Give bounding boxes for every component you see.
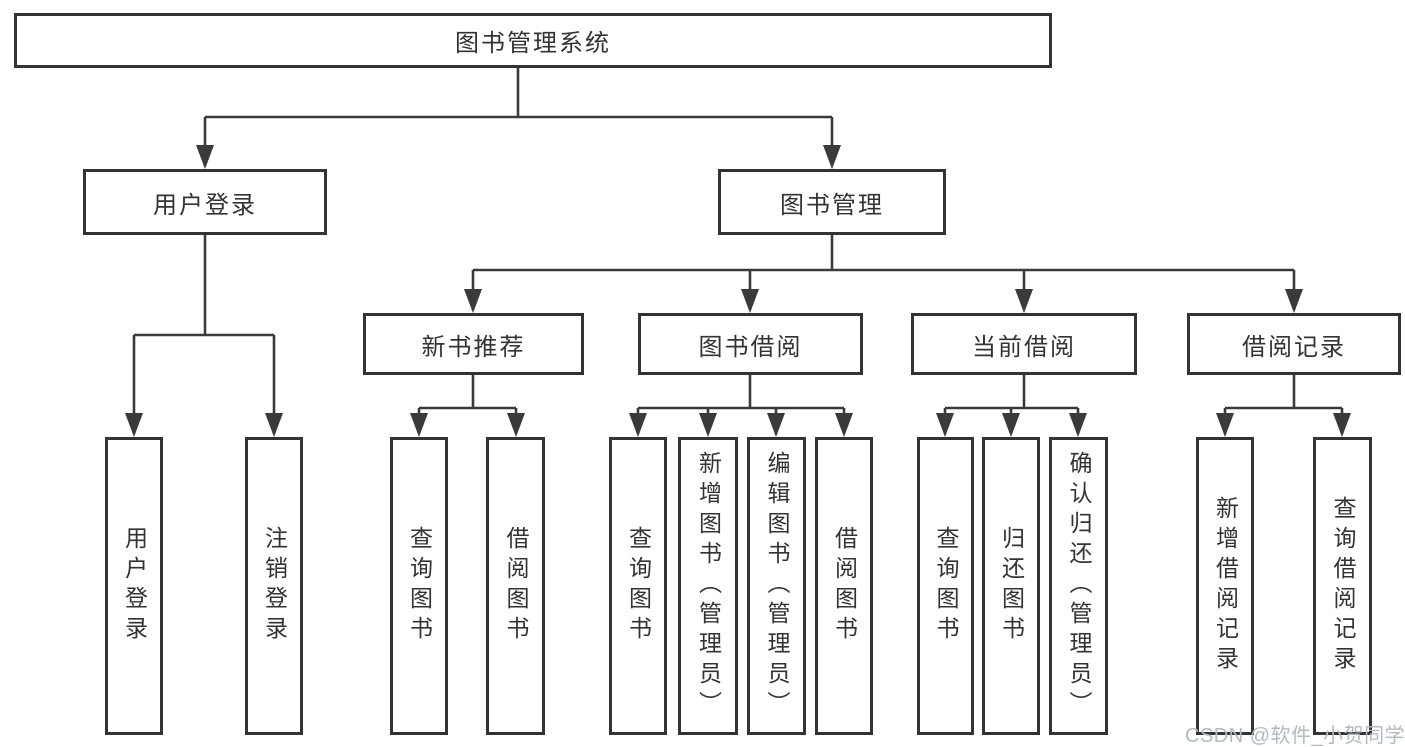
leaf-borrowing-add-books-admin: 新增图书（管理员） <box>678 437 738 735</box>
leaf-current-query-books: 查询图书 <box>917 437 974 735</box>
leaf-logout: 注销登录 <box>245 437 303 735</box>
leaf-borrowing-edit-books-admin: 编辑图书（管理员） <box>747 437 806 735</box>
leaf-user-login: 用户登录 <box>105 437 163 735</box>
leaf-borrowing-query-books: 查询图书 <box>609 437 667 735</box>
leaf-current-return-books: 归还图书 <box>982 437 1040 735</box>
leaf-newbook-query-books: 查询图书 <box>390 437 448 735</box>
leaf-records-add-record: 新增借阅记录 <box>1196 437 1254 735</box>
connector-path <box>132 68 1344 434</box>
node-current-borrowing: 当前借阅 <box>911 313 1137 375</box>
node-root-system: 图书管理系统 <box>14 13 1052 68</box>
node-book-management: 图书管理 <box>718 169 946 235</box>
leaf-newbook-borrow-books: 借阅图书 <box>486 437 545 735</box>
node-user-login: 用户登录 <box>83 169 327 235</box>
leaf-records-query-record: 查询借阅记录 <box>1313 437 1372 735</box>
csdn-watermark: CSDN @软件_小贺同学 <box>1185 725 1405 747</box>
node-new-book-recommend: 新书推荐 <box>363 313 584 375</box>
node-borrowing-records: 借阅记录 <box>1187 313 1401 375</box>
node-book-borrowing: 图书借阅 <box>638 313 863 375</box>
leaf-current-confirm-return-admin: 确认归还（管理员） <box>1049 437 1108 735</box>
leaf-borrowing-borrow-books: 借阅图书 <box>815 437 873 735</box>
